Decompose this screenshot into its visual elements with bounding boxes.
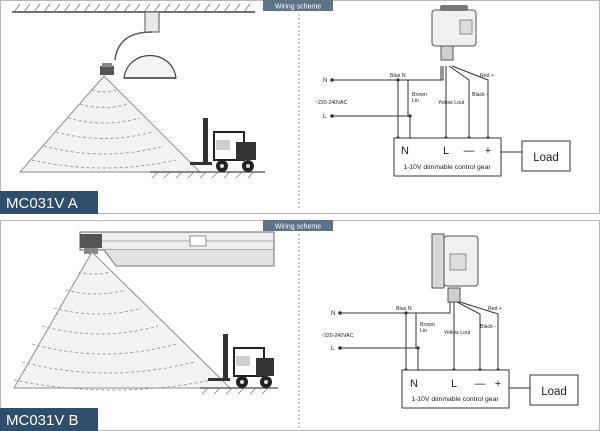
voltage-label: ~220-240VAC (315, 100, 348, 106)
blue-n-label: Blue N (396, 306, 412, 312)
terminal-minus: — (475, 378, 486, 390)
control-gear-box (393, 137, 502, 177)
wiring-scheme-tab (263, 0, 333, 11)
panel-b: N L ~220-240VAC Blue N Brown Lin Yellow … (0, 220, 600, 431)
forklift (190, 118, 256, 172)
load-box (529, 374, 579, 406)
wire-label-n: N (323, 78, 327, 84)
control-gear-box (401, 369, 510, 409)
load-box (521, 140, 571, 172)
model-label-box (0, 408, 98, 431)
floor (200, 387, 278, 395)
control-gear-label: 1-10V dimmable control gear (411, 396, 499, 403)
wires (332, 65, 522, 153)
terminal-plus: + (485, 145, 491, 157)
panel-a-drawing: N L ~220-240VAC Blue N Brown Lin Yellow … (0, 0, 600, 214)
panel-b-drawing: N L ~220-240VAC Blue N Brown Lin Yellow … (0, 220, 600, 431)
yellow-lout-label: Yellow Lout (438, 100, 465, 106)
detection-cone (18, 75, 202, 173)
terminal-n: N (401, 145, 409, 157)
yellow-lout-label: Yellow Lout (444, 330, 471, 336)
lin-label: Lin (412, 98, 419, 104)
panel-a: N L ~220-240VAC Blue N Brown Lin Yellow … (0, 0, 600, 214)
red-label: Red + (480, 73, 494, 79)
model-label: MC031V B (6, 412, 79, 429)
red-label: Red + (488, 306, 502, 312)
wire-junctions (338, 311, 500, 372)
linear-fixture (79, 231, 275, 267)
terminal-l: L (451, 378, 457, 390)
black-label: Black - (472, 92, 488, 98)
high-bay-lamp (114, 11, 177, 79)
ceiling (12, 3, 255, 13)
control-gear-label: 1-10V dimmable control gear (403, 164, 491, 171)
load-label: Load (533, 152, 559, 164)
terminal-l: L (443, 145, 449, 157)
terminal-minus: — (464, 145, 475, 157)
detection-cone (13, 251, 232, 391)
wire-label-n: N (331, 311, 335, 317)
wiring-sensor-unit (431, 233, 479, 303)
terminal-plus: + (495, 378, 501, 390)
wires (340, 301, 530, 389)
black-label: Black - (480, 324, 496, 330)
motion-sensor (80, 234, 102, 254)
wiring-scheme-tab (263, 220, 333, 231)
brown-label: Brown (412, 92, 427, 98)
model-label-box (0, 191, 98, 214)
model-label: MC031V A (6, 195, 78, 212)
load-label: Load (541, 386, 567, 398)
lin-label: Lin (420, 328, 427, 334)
floor (150, 171, 265, 179)
voltage-label: ~220-240VAC (321, 333, 354, 339)
motion-sensor (100, 63, 114, 75)
wire-label-l: L (323, 114, 327, 120)
wire-label-l: L (331, 346, 335, 352)
wiring-scheme-tab-label: Wiring scheme (275, 4, 321, 11)
terminal-n: N (410, 378, 418, 390)
blue-n-label: Blue N (390, 73, 406, 79)
forklift (208, 334, 274, 388)
wiring-scheme-tab-label: Wiring scheme (275, 224, 321, 231)
wiring-sensor-unit (431, 5, 477, 61)
brown-label: Brown (420, 322, 435, 328)
